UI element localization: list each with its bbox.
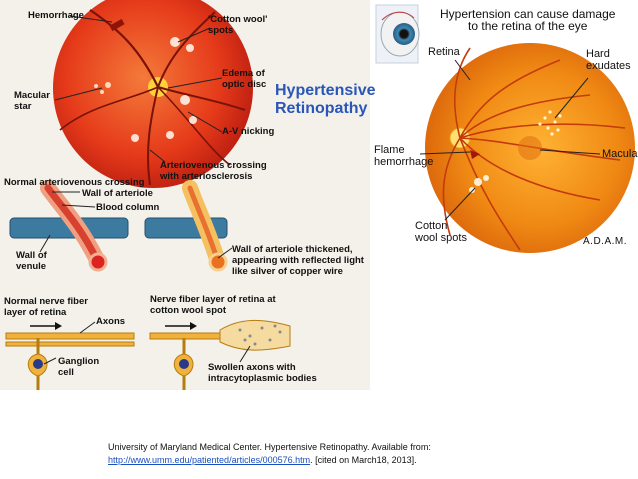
label-nerve-cotton: Nerve fiber layer of retina at cotton wo… (150, 294, 276, 316)
label-hard-exudates: Hard exudates (586, 48, 631, 72)
label-av-sclerosis: Arteriovenous crossing with arterioscler… (160, 160, 267, 182)
label-macular-star: Macular star (14, 90, 50, 112)
left-fundus (53, 0, 253, 188)
label-retina: Retina (428, 46, 460, 58)
right-fundus (425, 43, 635, 253)
citation-text: University of Maryland Medical Center. H… (108, 442, 431, 452)
citation: University of Maryland Medical Center. H… (108, 441, 568, 467)
eye-icon (375, 4, 420, 64)
brand-logo: A.D.A.M. (583, 236, 628, 247)
label-hemorrhage: Hemorrhage (28, 10, 84, 21)
label-blood-column: Blood column (96, 202, 160, 213)
label-macula: Macula (602, 148, 638, 160)
label-normal-nerve: Normal nerve fiber layer of retina (4, 296, 88, 318)
right-title: Hypertension can cause damage to the ret… (440, 7, 616, 33)
swollen-nerve-fiber (149, 319, 291, 390)
label-cotton-wool: 'Cotton wool' spots (208, 14, 268, 36)
label-flame: Flame hemorrhage (374, 144, 434, 168)
label-swollen: Swollen axons with intracytoplasmic bodi… (208, 362, 317, 384)
label-wall-thickened: Wall of arteriole thickened, appearing w… (232, 244, 364, 277)
label-av-nicking: A-V nicking (222, 126, 275, 137)
citation-tail: . [cited on March18, 2013]. (310, 455, 417, 465)
label-axons: Axons (96, 316, 126, 327)
normal-nerve-fiber (5, 322, 135, 390)
sclerotic-av-crossing (144, 180, 228, 272)
label-wall-arteriole: Wall of arteriole (82, 188, 153, 199)
label-normal-av: Normal arteriovenous crossing (4, 177, 145, 188)
label-edema: Edema of optic disc (222, 68, 267, 90)
left-title: Hypertensive Retinopathy (275, 82, 376, 117)
label-ganglion: Ganglion cell (58, 356, 100, 378)
label-wall-venule: Wall of venule (16, 250, 47, 272)
normal-av-crossing (9, 180, 129, 272)
citation-link[interactable]: http://www.umm.edu/patiented/articles/00… (108, 455, 311, 465)
label-cotton-spots: Cotton wool spots (415, 220, 467, 244)
